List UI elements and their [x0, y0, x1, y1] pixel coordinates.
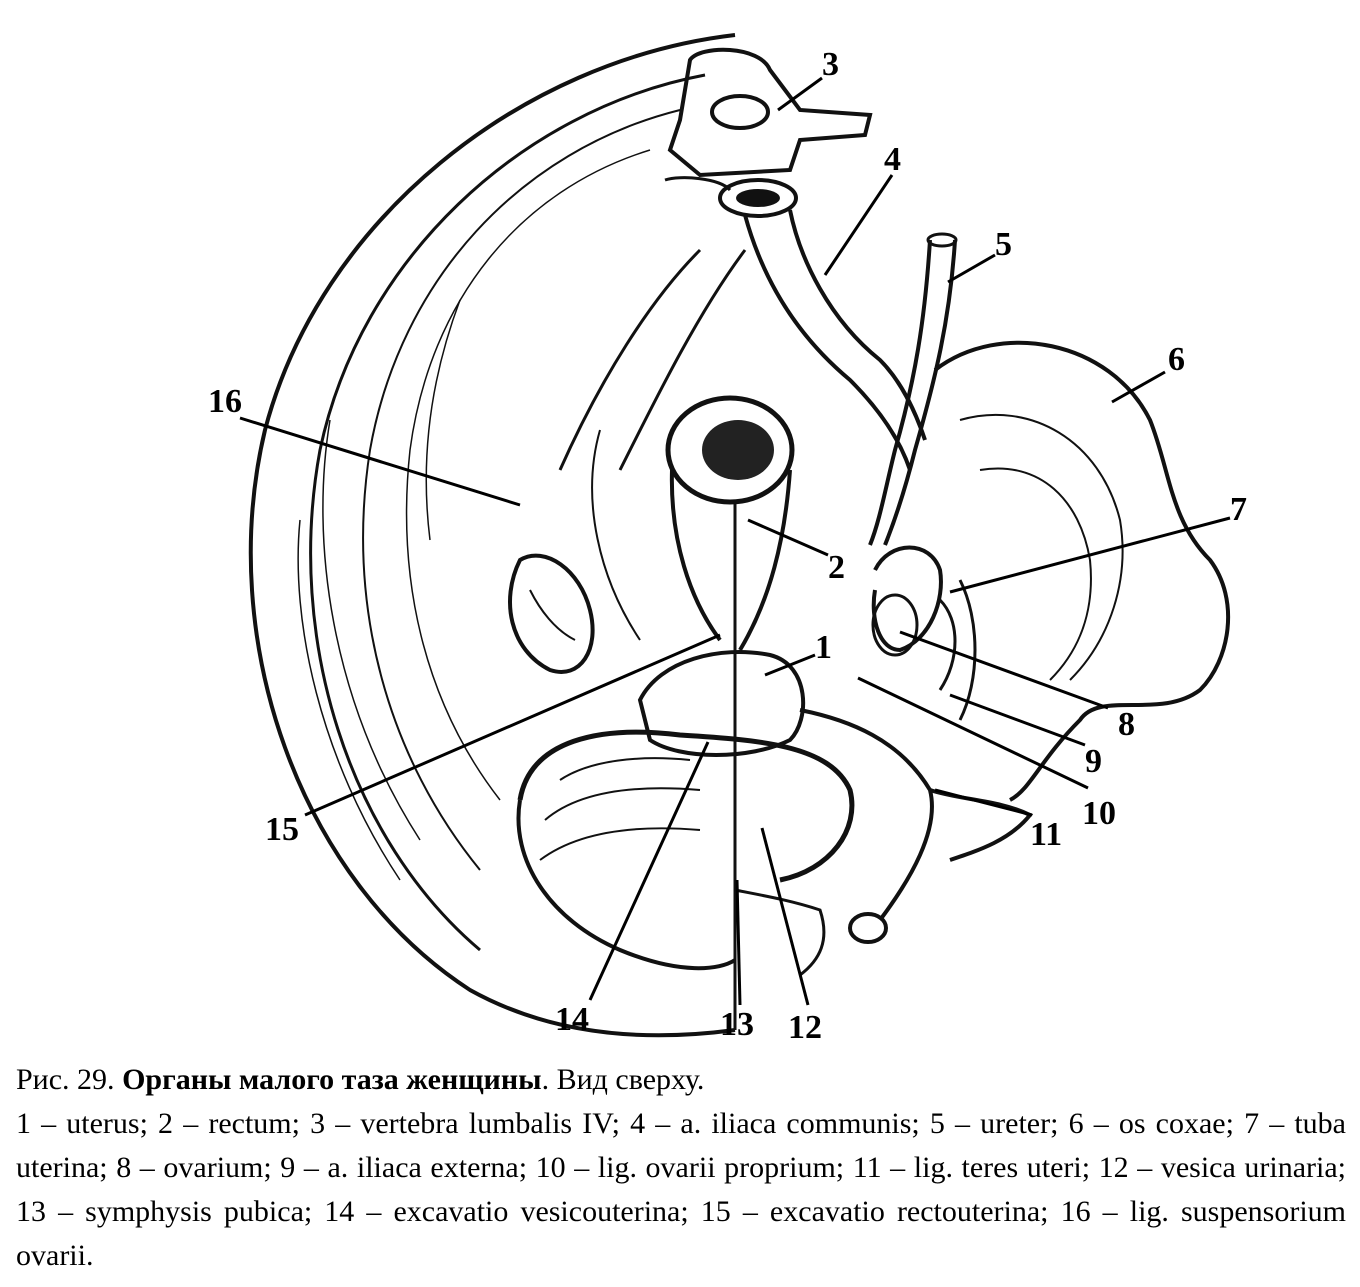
callout-6: 6	[1168, 341, 1185, 378]
leader-lines	[239, 76, 1231, 1006]
callout-8: 8	[1118, 706, 1135, 743]
leader-4	[823, 174, 894, 276]
leader-6	[1111, 370, 1166, 404]
callout-11: 11	[1030, 816, 1062, 853]
leader-9	[949, 693, 1086, 747]
callout-9: 9	[1085, 743, 1102, 780]
vertebra-drawing	[664, 47, 873, 218]
callout-7: 7	[1230, 491, 1247, 528]
callout-13: 13	[720, 1006, 754, 1043]
leader-5	[947, 253, 996, 284]
callout-16: 16	[208, 383, 242, 420]
left-ovary-drawing	[508, 553, 595, 674]
leader-16	[239, 416, 521, 507]
pelvic-wall-drawing	[248, 33, 736, 1038]
figure-legend: 1 – uterus; 2 – rectum; 3 – vertebra lum…	[16, 1107, 1346, 1272]
callout-labels: 1 2 3 4 5 6 7 8 9 10 11 12 13 14 15 16	[208, 46, 1247, 1046]
symphysis-lower-drawing	[734, 888, 826, 977]
pelvis-illustration: 1 2 3 4 5 6 7 8 9 10 11 12 13 14 15 16	[208, 33, 1247, 1046]
callout-4: 4	[884, 141, 901, 178]
callout-5: 5	[995, 226, 1012, 263]
leader-13	[735, 879, 742, 1006]
caption-title-line: Рис. 29. Органы малого таза женщины. Вид…	[16, 1058, 1346, 1102]
leader-7	[949, 516, 1231, 594]
callout-15: 15	[265, 811, 299, 848]
leader-14	[588, 741, 710, 1001]
adnexa-drawing	[799, 545, 977, 944]
callout-10: 10	[1082, 795, 1116, 832]
leader-11	[934, 788, 1033, 817]
figure-number: Рис. 29.	[16, 1063, 115, 1096]
callout-2: 2	[828, 549, 845, 586]
leader-1	[764, 653, 816, 677]
rectum-drawing	[591, 395, 795, 652]
leader-8	[899, 630, 1109, 710]
callout-14: 14	[555, 1001, 589, 1038]
callout-3: 3	[822, 46, 839, 83]
leader-10	[857, 676, 1089, 790]
figure-title: Органы малого таза женщины	[122, 1063, 542, 1096]
leader-12	[760, 827, 810, 1006]
figure-subtitle: . Вид сверху.	[541, 1063, 705, 1096]
leader-15	[304, 633, 721, 817]
leader-3	[777, 76, 823, 112]
figure-caption: Рис. 29. Органы малого таза женщины. Вид…	[16, 1058, 1346, 1278]
vessels-drawing	[558, 209, 958, 546]
callout-1: 1	[815, 629, 832, 666]
leader-2	[747, 518, 829, 557]
callout-12: 12	[788, 1009, 822, 1046]
